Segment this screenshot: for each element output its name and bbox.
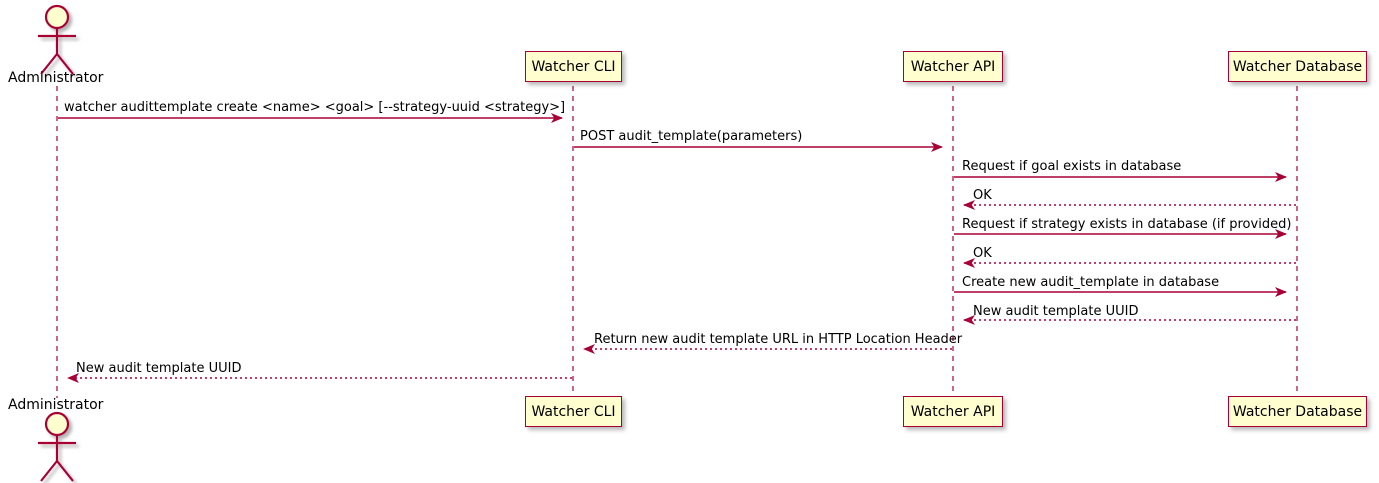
lifelines [56, 86, 1298, 398]
participant-box-watcher-api-top[interactable]: Watcher API [903, 51, 1003, 82]
actor-label-administrator-bottom: Administrator [8, 397, 104, 413]
message-label-5: Request if strategy exists in database (… [962, 217, 1292, 232]
actor-icon-top [38, 4, 76, 75]
message-label-7: Create new audit_template in database [962, 275, 1220, 290]
message-label-4: OK [973, 188, 992, 203]
message-label-8: New audit template UUID [973, 304, 1139, 319]
actor-label-administrator-top: Administrator [8, 70, 104, 86]
participant-box-watcher-database-top[interactable]: Watcher Database [1228, 51, 1367, 82]
participant-label: Watcher API [910, 58, 996, 75]
participant-box-watcher-cli-bottom[interactable]: Watcher CLI [525, 396, 622, 427]
message-label-3: Request if goal exists in database [962, 159, 1182, 174]
message-label-1: watcher audittemplate create <name> <goa… [64, 100, 566, 115]
participant-label: Watcher API [910, 403, 996, 420]
participant-label: Watcher Database [1232, 58, 1363, 75]
message-label-10: New audit template UUID [76, 361, 242, 376]
participant-label: Watcher CLI [531, 58, 616, 75]
participant-label: Watcher CLI [531, 403, 616, 420]
participant-box-watcher-api-bottom[interactable]: Watcher API [903, 396, 1003, 427]
message-label-9: Return new audit template URL in HTTP Lo… [594, 332, 963, 347]
participant-box-watcher-cli-top[interactable]: Watcher CLI [525, 51, 622, 82]
participant-box-watcher-database-bottom[interactable]: Watcher Database [1228, 396, 1367, 427]
message-label-2: POST audit_template(parameters) [580, 129, 803, 144]
participant-label: Watcher Database [1232, 403, 1363, 420]
message-label-6: OK [973, 246, 992, 261]
actor-icon-bottom [38, 411, 76, 482]
message-arrows [58, 113, 1296, 383]
